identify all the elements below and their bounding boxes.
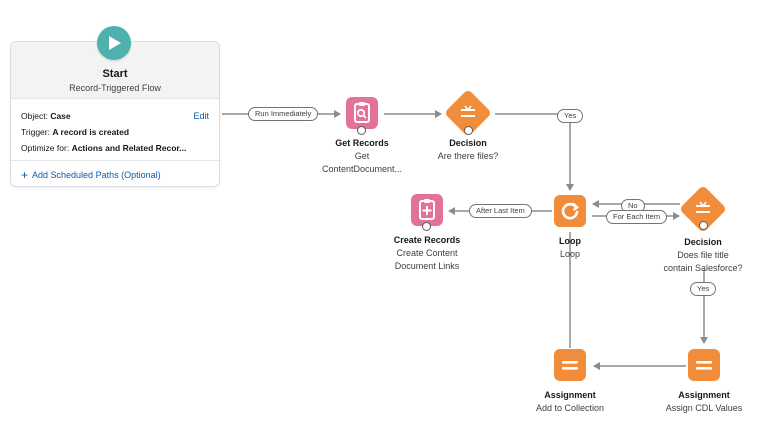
connector-label-for-each-item[interactable]: For Each Item <box>606 210 668 224</box>
get-records-title: Get Records <box>335 138 389 148</box>
get-records-line2: ContentDocument... <box>321 164 403 174</box>
assignment-2-title: Assignment <box>678 390 730 400</box>
decision-1-line1: Are there files? <box>437 151 499 161</box>
assignment-2-line1: Assign CDL Values <box>665 403 743 413</box>
record-create-icon <box>419 199 435 220</box>
start-optimize-row: Optimize for: Actions and Related Recor.… <box>21 143 186 153</box>
plus-icon: + <box>21 168 29 182</box>
object-label: Object: <box>21 111 48 121</box>
add-scheduled-paths-label: Add Scheduled Paths (Optional) <box>32 170 161 180</box>
start-node[interactable] <box>97 26 131 60</box>
create-records-line1: Create Content <box>396 248 458 258</box>
connector-label-after-last-item[interactable]: After Last Item <box>469 204 532 218</box>
loop-icon <box>561 202 579 220</box>
start-object-row: Object: Case <box>21 111 71 121</box>
create-records-node[interactable] <box>411 194 443 226</box>
assignment-1-line1: Add to Collection <box>535 403 605 413</box>
assignment-1-title: Assignment <box>544 390 596 400</box>
loop-line1: Loop <box>559 249 581 259</box>
trigger-value: A record is created <box>52 127 130 137</box>
add-scheduled-paths-link[interactable]: +Add Scheduled Paths (Optional) <box>21 168 161 182</box>
decision-2-line2: contain Salesforce? <box>663 263 743 273</box>
optimize-value: Actions and Related Recor... <box>71 143 187 153</box>
edit-start-link[interactable]: Edit <box>193 111 209 121</box>
object-value: Case <box>50 111 71 121</box>
connector-label-yes-1[interactable]: Yes <box>557 109 584 123</box>
play-icon <box>109 36 121 50</box>
decision-2-port[interactable] <box>699 221 708 230</box>
start-subtitle: Record-Triggered Flow <box>69 83 161 93</box>
loop-node[interactable] <box>554 195 586 227</box>
assignment-icon <box>696 361 712 370</box>
get-records-line1: Get <box>354 151 370 161</box>
optimize-label: Optimize for: <box>21 143 70 153</box>
connector-label-run-immediately[interactable]: Run Immediately <box>248 107 319 121</box>
assignment-2-node[interactable] <box>688 349 720 381</box>
decision-1-title: Decision <box>449 138 487 148</box>
trigger-label: Trigger: <box>21 127 50 137</box>
decision-2-line1: Does file title <box>677 250 729 260</box>
create-records-title: Create Records <box>393 235 461 245</box>
assignment-icon <box>562 361 578 370</box>
create-records-line2: Document Links <box>394 261 460 271</box>
start-title: Start <box>102 68 128 80</box>
connector-label-yes-2[interactable]: Yes <box>690 282 717 296</box>
create-records-fault-port[interactable] <box>422 222 431 231</box>
start-trigger-row: Trigger: A record is created <box>21 127 129 137</box>
decision-1-port[interactable] <box>464 126 473 135</box>
start-divider <box>11 160 219 161</box>
get-records-fault-port[interactable] <box>357 126 366 135</box>
get-records-node[interactable] <box>346 97 378 129</box>
start-element-card[interactable]: Start Record-Triggered Flow Object: Case… <box>10 41 220 187</box>
assignment-1-node[interactable] <box>554 349 586 381</box>
record-lookup-icon <box>354 102 370 123</box>
loop-title: Loop <box>559 236 581 246</box>
decision-2-title: Decision <box>684 237 722 247</box>
